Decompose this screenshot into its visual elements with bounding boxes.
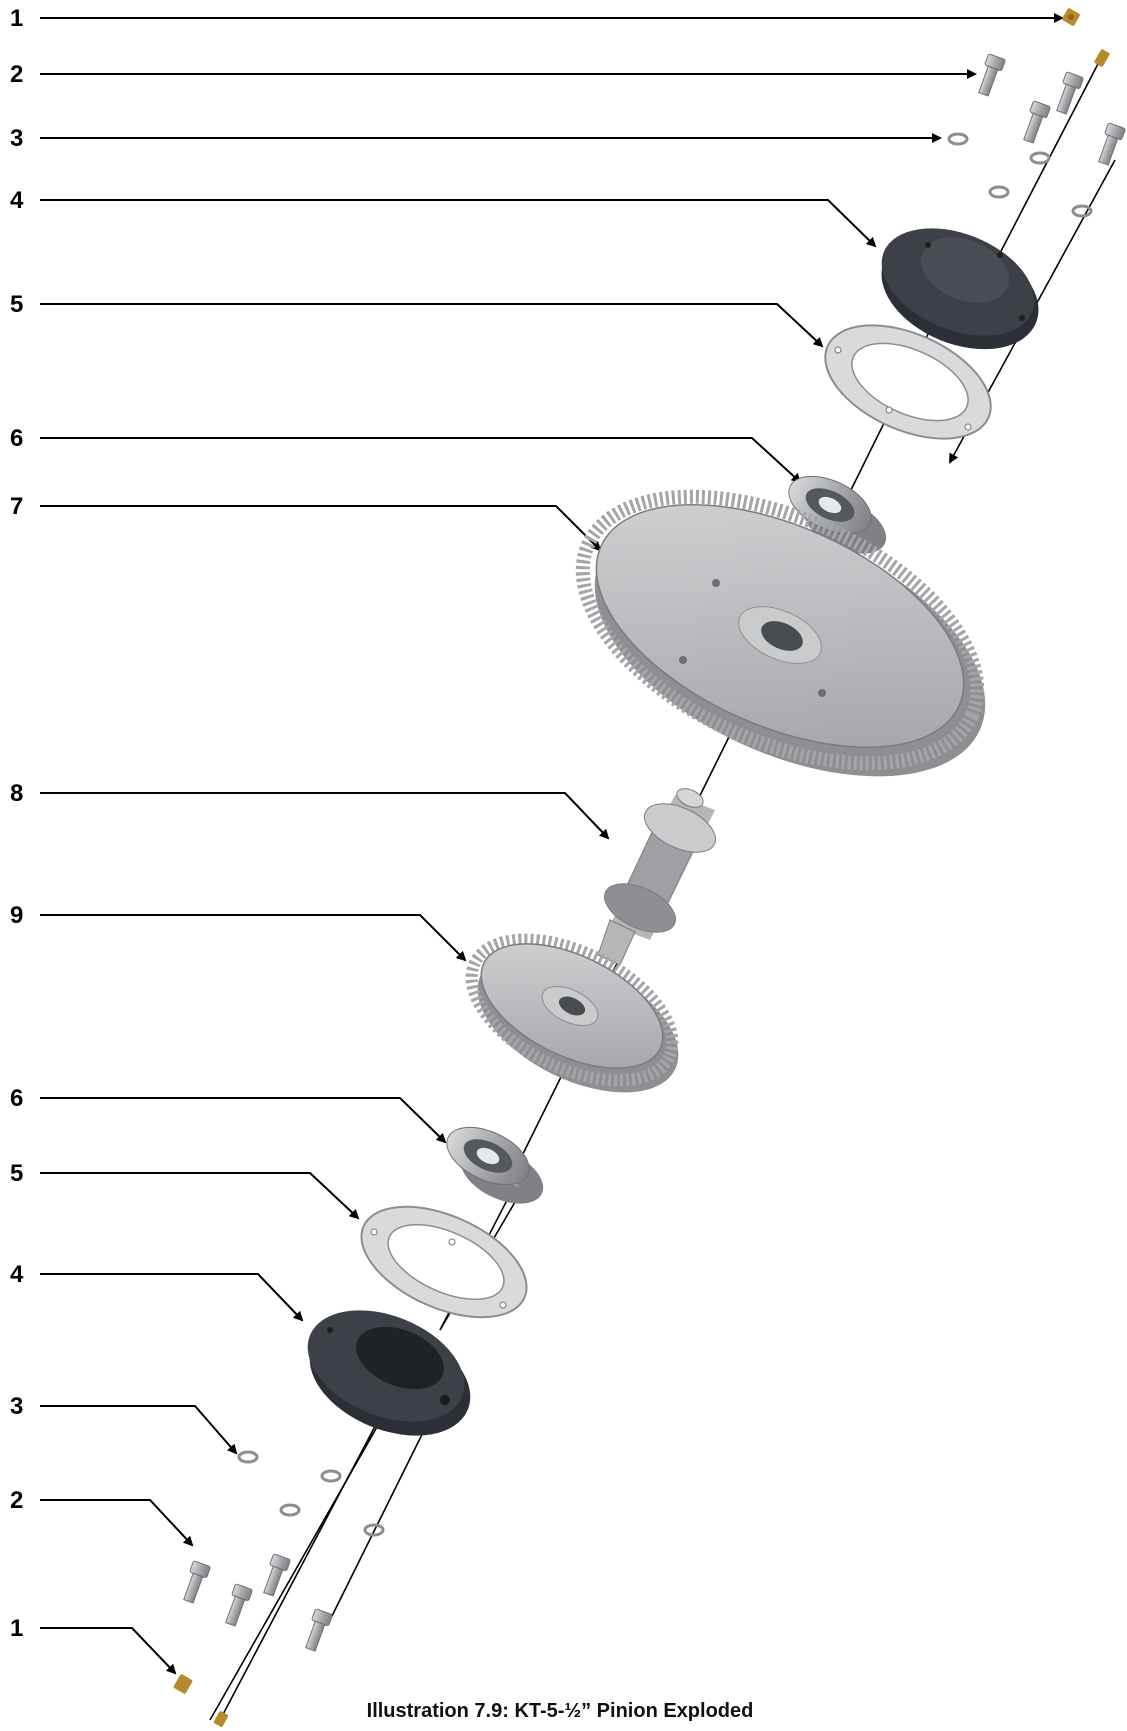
washers-top — [947, 132, 1093, 218]
callout-4-top: 4 — [10, 187, 24, 214]
pinion-shaft — [597, 788, 716, 966]
large-gear — [575, 489, 986, 777]
leader-line-3-bottom — [40, 1405, 238, 1455]
leader-line-1-bottom — [40, 1627, 177, 1675]
leader-line-6-bottom — [40, 1097, 447, 1144]
gasket-bottom — [360, 1205, 528, 1319]
callout-5-top: 5 — [10, 291, 23, 318]
small-gear — [465, 933, 679, 1093]
leader-line-2-bottom — [40, 1499, 194, 1547]
bearing-housing-bottom — [307, 1310, 471, 1436]
callout-group-bottom: 6 5 4 3 2 1 — [10, 1085, 447, 1675]
leader-line-9 — [40, 914, 467, 962]
bearing-bottom — [446, 1126, 544, 1204]
callout-6-top: 6 — [10, 425, 23, 452]
leader-line-4-bottom — [40, 1273, 304, 1322]
leader-line-7 — [40, 505, 602, 552]
grease-fitting-top-2 — [1094, 49, 1110, 67]
callout-6-bottom: 6 — [10, 1085, 23, 1112]
callout-2-top: 2 — [10, 61, 23, 88]
bolts-top — [978, 53, 1126, 166]
leader-line-5-top — [40, 303, 824, 348]
grease-fitting-bottom — [173, 1674, 229, 1727]
callout-group-top: 1 2 3 4 5 6 7 8 9 — [10, 5, 1064, 962]
callout-7: 7 — [10, 493, 23, 520]
grease-fitting-top — [1062, 8, 1080, 26]
leader-line-6-top — [40, 437, 802, 484]
washers-bottom — [237, 1450, 385, 1537]
callout-8: 8 — [10, 780, 23, 807]
callout-3-top: 3 — [10, 125, 23, 152]
callout-1-bottom: 1 — [10, 1615, 23, 1642]
callout-2-bottom: 2 — [10, 1487, 23, 1514]
bearing-housing-top — [881, 228, 1039, 350]
figure-caption: Illustration 7.9: KT-5-½” Pinion Explode… — [366, 1700, 754, 1722]
bolts-bottom — [183, 1553, 333, 1652]
gasket-top — [824, 324, 992, 440]
callout-3-bottom: 3 — [10, 1393, 23, 1420]
callout-5-bottom: 5 — [10, 1160, 23, 1187]
leader-line-8 — [40, 792, 610, 840]
leader-line-5-bottom — [40, 1172, 360, 1220]
callout-4-bottom: 4 — [10, 1261, 24, 1288]
callout-1-top: 1 — [10, 5, 23, 32]
leader-line-4-top — [40, 199, 877, 248]
callout-9: 9 — [10, 902, 23, 929]
